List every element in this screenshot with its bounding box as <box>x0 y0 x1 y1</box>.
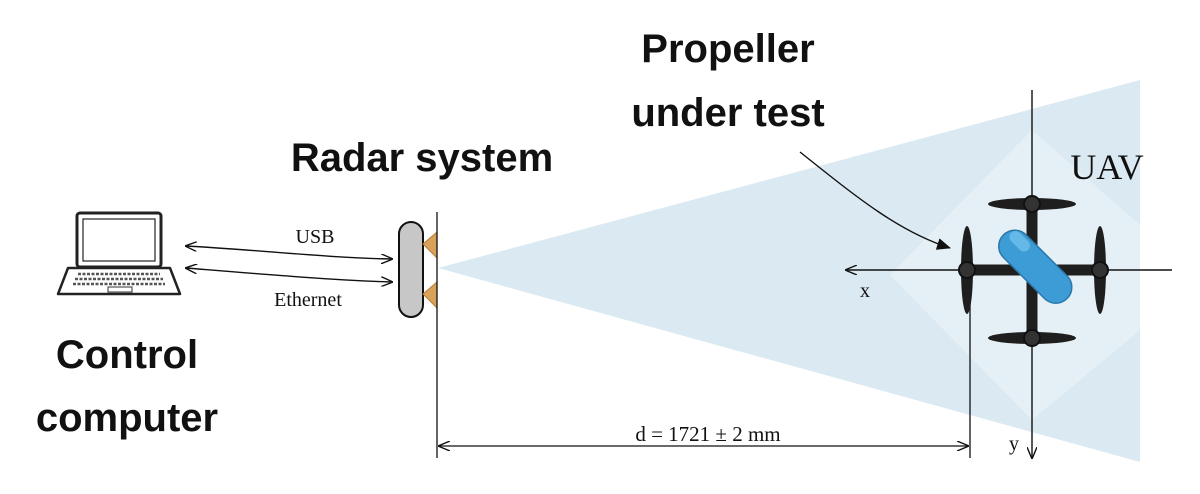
propeller-right <box>1091 226 1109 314</box>
propeller-bottom <box>988 329 1076 347</box>
uav-label: UAV <box>1070 147 1143 187</box>
control-computer-label-line1: Control <box>56 333 198 377</box>
usb-connection <box>186 246 392 259</box>
radar-antenna-upper <box>422 230 438 260</box>
radar-device-icon <box>398 221 438 318</box>
radar-system-label: Radar system <box>291 136 553 180</box>
propeller-label-line2: under test <box>631 91 824 135</box>
propeller-label-line1: Propeller <box>641 27 814 71</box>
propeller-pointer-arrow <box>799 151 951 250</box>
propeller-top <box>988 195 1076 213</box>
usb-label: USB <box>296 226 335 248</box>
control-computer-label-line2: computer <box>36 396 218 440</box>
drone-icon <box>958 195 1109 347</box>
x-axis-label: x <box>860 280 870 302</box>
drone-body <box>998 229 1073 304</box>
laptop-icon <box>56 211 182 296</box>
radar-antenna-lower <box>422 280 438 310</box>
ethernet-connection <box>186 268 392 282</box>
propeller-left-under-test <box>958 226 976 314</box>
y-axis-label: y <box>1009 433 1019 455</box>
ethernet-label: Ethernet <box>274 289 342 311</box>
distance-label: d = 1721 ± 2 mm <box>635 422 780 446</box>
radar-beam <box>438 80 1140 462</box>
